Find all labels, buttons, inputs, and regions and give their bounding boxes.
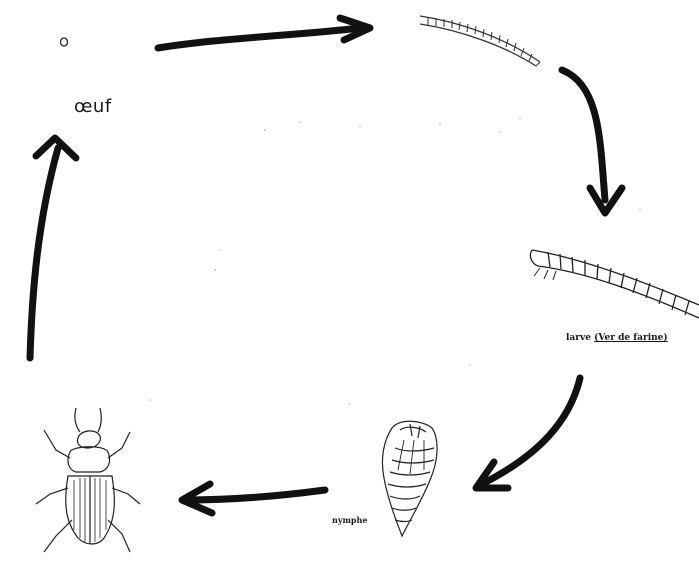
arrow-pupa-to-adult bbox=[182, 484, 325, 513]
pupa-label: nymphe bbox=[332, 515, 367, 525]
arrow-larva-to-pupa bbox=[476, 378, 580, 488]
larva-label-common-name: (Ver de farine) bbox=[594, 333, 668, 343]
larva-icon bbox=[530, 250, 699, 318]
pupa-icon bbox=[382, 421, 437, 536]
egg-icon bbox=[61, 38, 68, 46]
paper-speckles bbox=[149, 117, 641, 405]
arrow-egg-to-young-larva bbox=[158, 18, 370, 48]
arrow-adult-to-egg bbox=[30, 138, 76, 358]
young-larva-icon bbox=[420, 16, 540, 66]
larva-label-prefix: larve bbox=[566, 333, 591, 343]
arrow-young-larva-to-larva bbox=[562, 70, 622, 213]
egg-label: œuf bbox=[74, 96, 112, 117]
larva-label: larve (Ver de farine) bbox=[566, 333, 668, 343]
adult-beetle-icon bbox=[36, 408, 140, 552]
